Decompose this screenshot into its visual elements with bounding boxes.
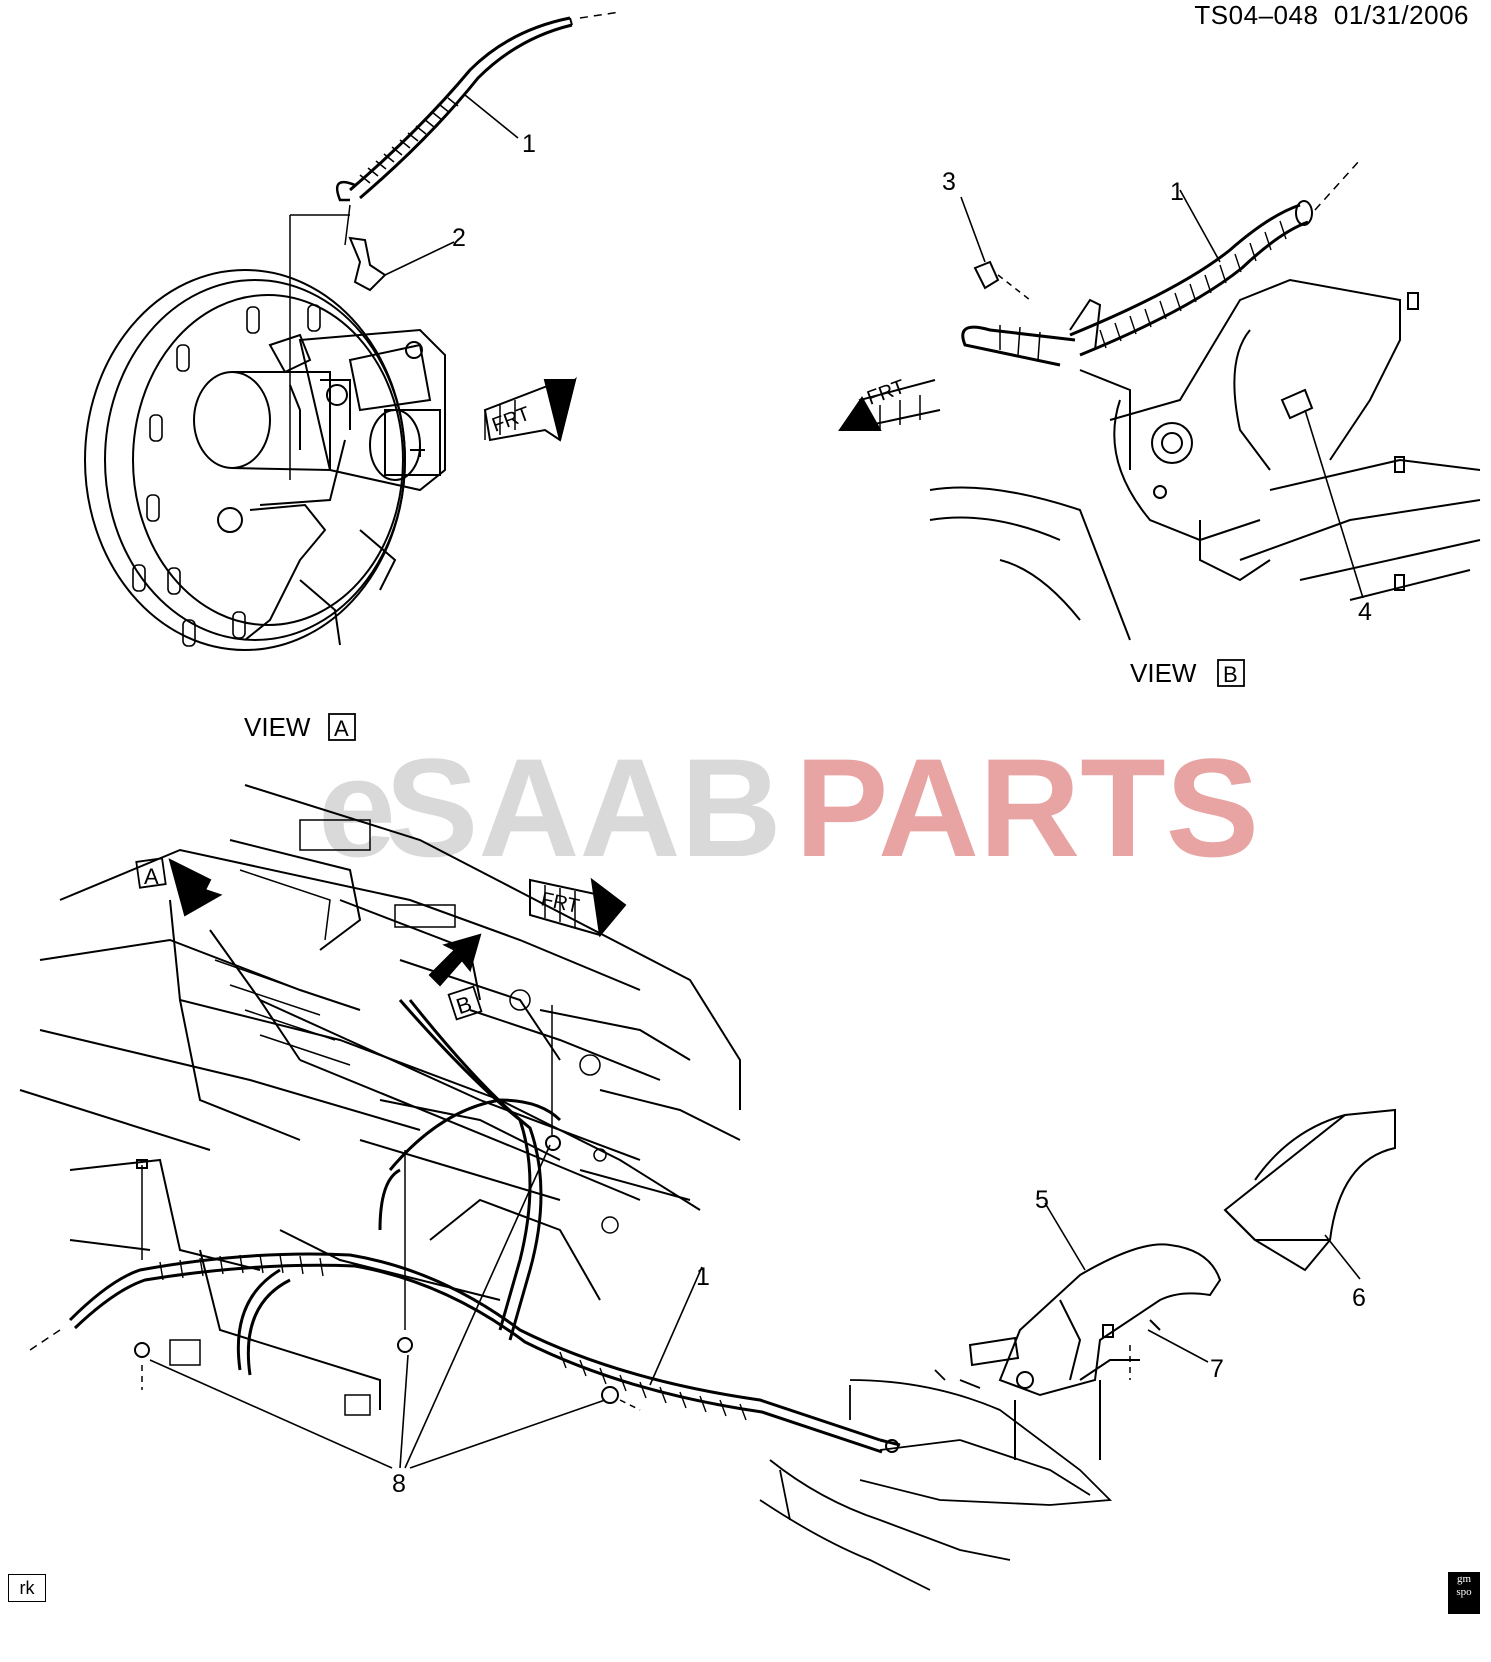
cable-spring — [359, 97, 459, 184]
console-boot — [1223, 1108, 1396, 1272]
fasteners — [134, 1005, 641, 1411]
view-b-text: VIEW — [1130, 658, 1197, 688]
leader-lines — [149, 94, 1364, 1469]
drum-slots — [132, 304, 321, 647]
frt-arrow-main — [529, 877, 627, 938]
watermark: e SAAB PARTS — [318, 729, 1259, 886]
gm-logo-line2: spo — [1456, 1586, 1472, 1598]
parking-brake-lever — [968, 1243, 1222, 1460]
watermark-parts: PARTS — [795, 729, 1259, 886]
arrow-a-text: A — [144, 864, 159, 889]
callout-3: 3 — [942, 168, 956, 196]
view-a-text: VIEW — [244, 712, 311, 742]
frt-arrow-view-b — [838, 379, 941, 431]
diagram-header: TS04–048 01/31/2006 — [1194, 0, 1469, 31]
gm-spo-logo: gm spo — [1448, 1572, 1480, 1614]
callout-1-view-a: 1 — [522, 130, 536, 158]
view-b-bracket — [929, 159, 1481, 641]
arrow-a-main — [135, 857, 223, 917]
callout-6: 6 — [1352, 1284, 1366, 1312]
callout-8: 8 — [392, 1470, 406, 1498]
view-a-box: A — [334, 716, 349, 741]
callout-2: 2 — [452, 224, 466, 252]
underbody-floor — [19, 784, 741, 1416]
gm-logo-line1: gm — [1456, 1573, 1472, 1585]
view-a-brake-drum — [84, 11, 621, 651]
callouts: 1 2 3 1 4 5 6 1 7 8 — [392, 130, 1372, 1498]
diagram-date: 01/31/2006 — [1333, 0, 1469, 30]
frt-label-view-b: FRT — [864, 376, 908, 410]
frt-label-view-a: FRT — [489, 403, 533, 437]
view-b-box: B — [1223, 662, 1238, 687]
console-floor — [759, 1369, 1113, 1591]
arrow-b-main — [428, 933, 483, 1021]
watermark-saab: SAAB — [385, 729, 782, 886]
callout-7: 7 — [1210, 1355, 1224, 1383]
callout-4: 4 — [1358, 598, 1372, 626]
cable-corrugation — [1099, 220, 1287, 349]
arrow-b-text: B — [453, 991, 475, 1019]
diagram-code: TS04–048 — [1194, 0, 1319, 30]
view-a-label: VIEW A — [244, 712, 356, 742]
frt-arrow-view-a — [483, 376, 577, 442]
callout-1-main: 1 — [696, 1263, 710, 1291]
callout-5: 5 — [1035, 1186, 1049, 1214]
callout-1-view-b: 1 — [1170, 178, 1184, 206]
parking-brake-cable-main — [29, 999, 901, 1454]
footer-tag: rk — [8, 1574, 46, 1602]
view-b-label: VIEW B — [1130, 658, 1245, 688]
watermark-prefix: e — [318, 729, 396, 886]
